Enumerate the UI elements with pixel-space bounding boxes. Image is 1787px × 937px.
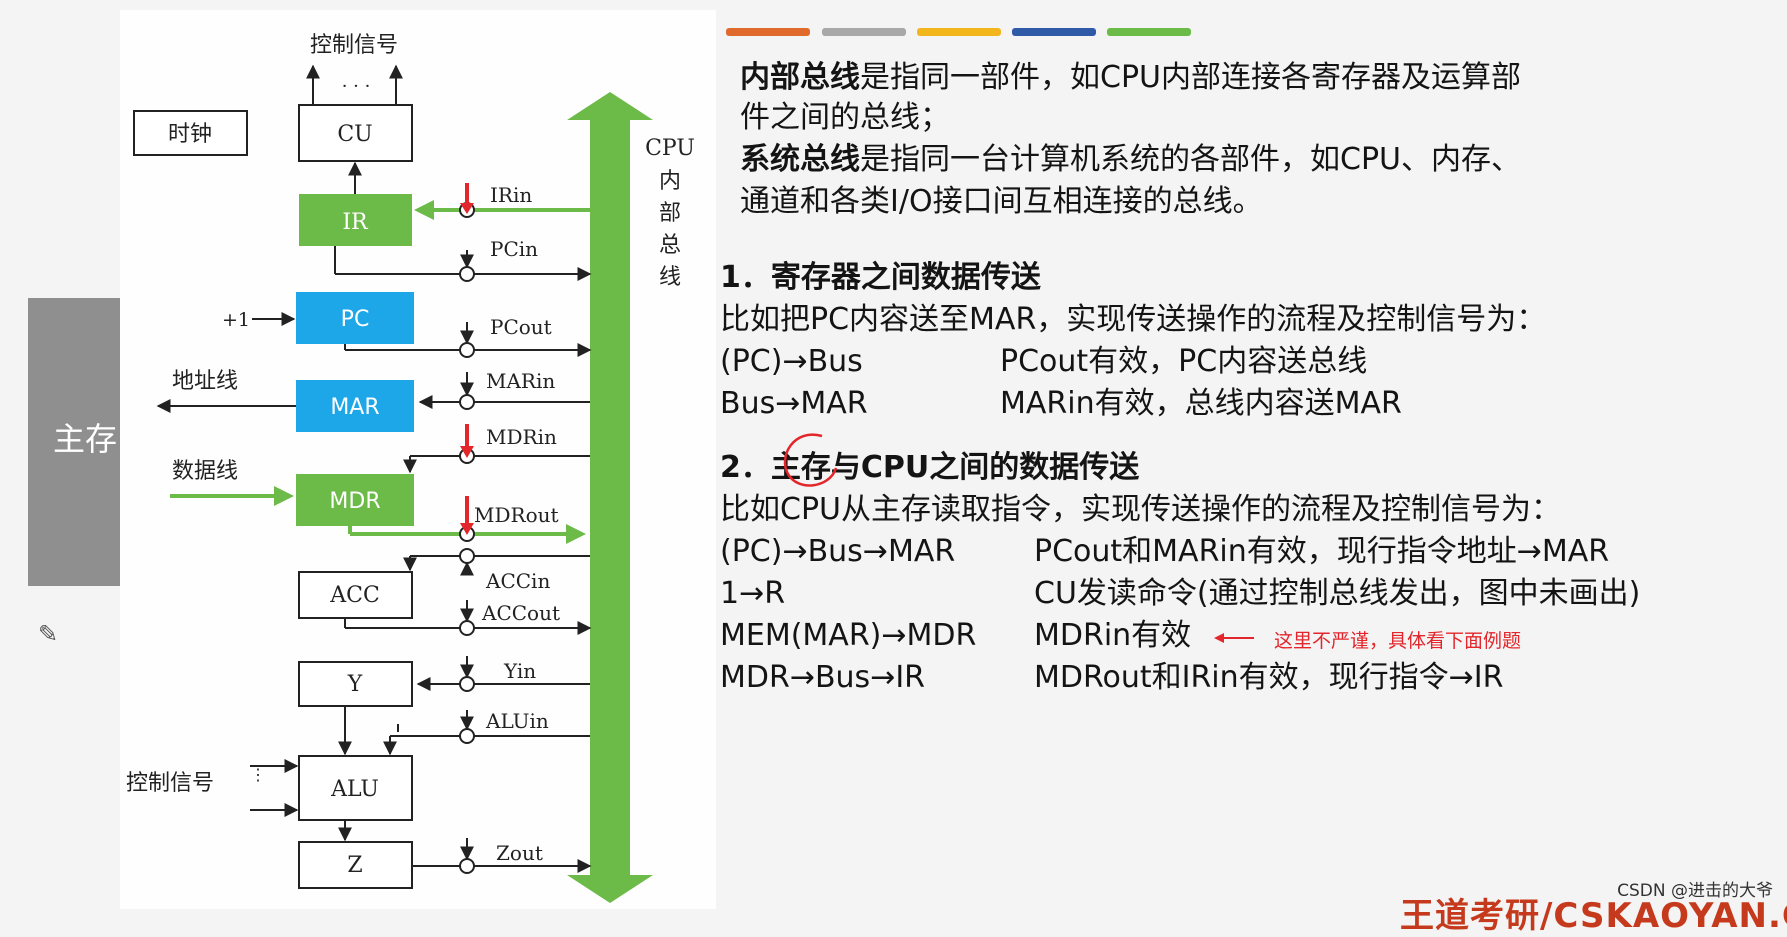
- cpu-diagram: CPU 内 部 总 线 控制信号 · · · 时钟 CU IR IRin PCi…: [126, 33, 695, 903]
- mdr-label: MDR: [329, 489, 380, 514]
- section1-row2-desc: MARin有效，总线内容送MAR: [1000, 386, 1402, 421]
- bus-label-zong: 总: [659, 233, 681, 258]
- section1-row1-op: (PC)→Bus: [720, 344, 863, 379]
- plus-one-label: +1: [222, 309, 250, 331]
- yin-gate: [459, 676, 475, 692]
- ir-box: [299, 194, 412, 246]
- pcout-gate: [459, 342, 475, 358]
- mdrout-label: MDRout: [474, 503, 559, 527]
- bus-label-xian: 线: [659, 265, 681, 290]
- stripe-gray: [822, 28, 906, 36]
- cu-label: CU: [337, 122, 372, 147]
- ir-label: IR: [342, 210, 369, 235]
- stripe-green: [1107, 28, 1191, 36]
- alu-control-dots: ⋮: [250, 765, 266, 784]
- internal-bus-arrow: [567, 92, 653, 903]
- aluin-gate: [459, 728, 475, 744]
- y-label: Y: [347, 672, 363, 697]
- stripe-blue: [1012, 28, 1096, 36]
- accout-gate: [459, 620, 475, 636]
- z-label: Z: [347, 853, 362, 878]
- accin-label: ACCin: [485, 569, 550, 593]
- pcin-label: PCin: [490, 237, 538, 261]
- section2-row4-desc: MDRout和IRin有效，现行指令→IR: [1034, 660, 1504, 695]
- csdn-watermark: CSDN @进击的大爷: [1617, 881, 1773, 901]
- mdr-box: [296, 474, 414, 526]
- red-circle-annotation: [783, 433, 838, 487]
- top-dots: · · ·: [342, 76, 371, 97]
- zout-label: Zout: [496, 841, 543, 865]
- section1-intro: 比如把PC内容送至MAR，实现传送操作的流程及控制信号为：: [720, 302, 1547, 337]
- note-red-arrow: [1214, 633, 1254, 643]
- zout-gate: [459, 858, 475, 874]
- pc-box: [296, 292, 414, 344]
- section2-row1-op: (PC)→Bus→MAR: [720, 534, 956, 569]
- mdrout-red-arrow-head: [460, 523, 474, 535]
- mar-box: [296, 380, 414, 432]
- section1-row1-desc: PCout有效，PC内容送总线: [1000, 344, 1368, 379]
- stripe-orange: [726, 28, 810, 36]
- paragraph-system-bus-line1: 系统总线是指同一台计算机系统的各部件，如CPU、内存、: [740, 142, 1521, 178]
- main-memory-label: 主存: [53, 420, 117, 458]
- pcout-label: PCout: [490, 315, 552, 339]
- bus-label-cpu: CPU: [645, 136, 695, 161]
- note-red-text: 这里不严谨，具体看下面例题: [1274, 630, 1522, 652]
- system-bus-term: 系统总线: [740, 142, 860, 177]
- y-box: [298, 661, 413, 707]
- section2-row2-desc: CU发读命令(通过控制总线发出，图中未画出): [1034, 576, 1641, 611]
- alu-box: [298, 755, 413, 821]
- paragraph-internal-bus-line2: 件之间的总线；: [740, 100, 950, 135]
- section2-row3-op: MEM(MAR)→MDR: [720, 618, 977, 653]
- pc-label: PC: [341, 307, 370, 332]
- data-line-label: 数据线: [172, 459, 238, 484]
- paragraph-system-bus-line2: 通道和各类I/O接口间互相连接的总线。: [740, 184, 1263, 219]
- cpu-diagram-panel: CPU 内 部 总 线 控制信号 · · · 时钟 CU IR IRin PCi…: [120, 10, 716, 909]
- aluin-label: ALUin: [485, 709, 549, 733]
- alu-control-label: 控制信号: [126, 771, 214, 796]
- section2-intro: 比如CPU从主存读取指令，实现传送操作的流程及控制信号为：: [720, 492, 1561, 527]
- mar-label: MAR: [330, 395, 379, 420]
- clock-label: 时钟: [168, 122, 212, 147]
- section2-title: 2．主存与CPU之间的数据传送: [720, 450, 1140, 485]
- marin-gate: [459, 394, 475, 410]
- irin-red-arrow-head: [460, 203, 474, 214]
- clock-box: [133, 110, 248, 156]
- section1-title: 1．寄存器之间数据传送: [720, 260, 1041, 295]
- mdrin-label: MDRin: [486, 425, 557, 449]
- mdrin-red-arrow-head: [460, 446, 474, 458]
- accin-gate: [459, 548, 475, 564]
- pencil-icon[interactable]: ✎: [38, 620, 59, 648]
- section1-row2-op: Bus→MAR: [720, 386, 868, 421]
- top-control-label: 控制信号: [310, 33, 398, 58]
- bus-label-bu: 部: [659, 201, 681, 226]
- irin-label: IRin: [490, 183, 532, 207]
- alu-label: ALU: [330, 777, 379, 802]
- cu-box: [298, 104, 413, 162]
- brand-footer: 王道考研/CSKAOYAN.COM: [1400, 896, 1787, 936]
- section2-row2-op: 1→R: [720, 576, 786, 611]
- system-bus-def-a: 是指同一台计算机系统的各部件，如CPU、内存、: [860, 142, 1521, 177]
- section2-row4-op: MDR→Bus→IR: [720, 660, 926, 695]
- internal-bus-term: 内部总线: [740, 60, 860, 95]
- section2-row3-desc: MDRin有效: [1034, 618, 1192, 653]
- yin-label: Yin: [503, 659, 536, 683]
- paragraph-internal-bus-line1: 内部总线是指同一部件，如CPU内部连接各寄存器及运算部: [740, 60, 1521, 96]
- address-line-label: 地址线: [172, 369, 238, 394]
- stripe-yellow: [917, 28, 1001, 36]
- bus-label-nei: 内: [659, 169, 681, 194]
- accout-label: ACCout: [481, 601, 560, 625]
- internal-bus-def-a: 是指同一部件，如CPU内部连接各寄存器及运算部: [860, 60, 1521, 95]
- acc-label: ACC: [329, 583, 380, 608]
- marin-label: MARin: [486, 369, 555, 393]
- acc-box: [298, 571, 413, 619]
- section2-row1-desc: PCout和MARin有效，现行指令地址→MAR: [1034, 534, 1610, 569]
- pcin-gate: [459, 266, 475, 282]
